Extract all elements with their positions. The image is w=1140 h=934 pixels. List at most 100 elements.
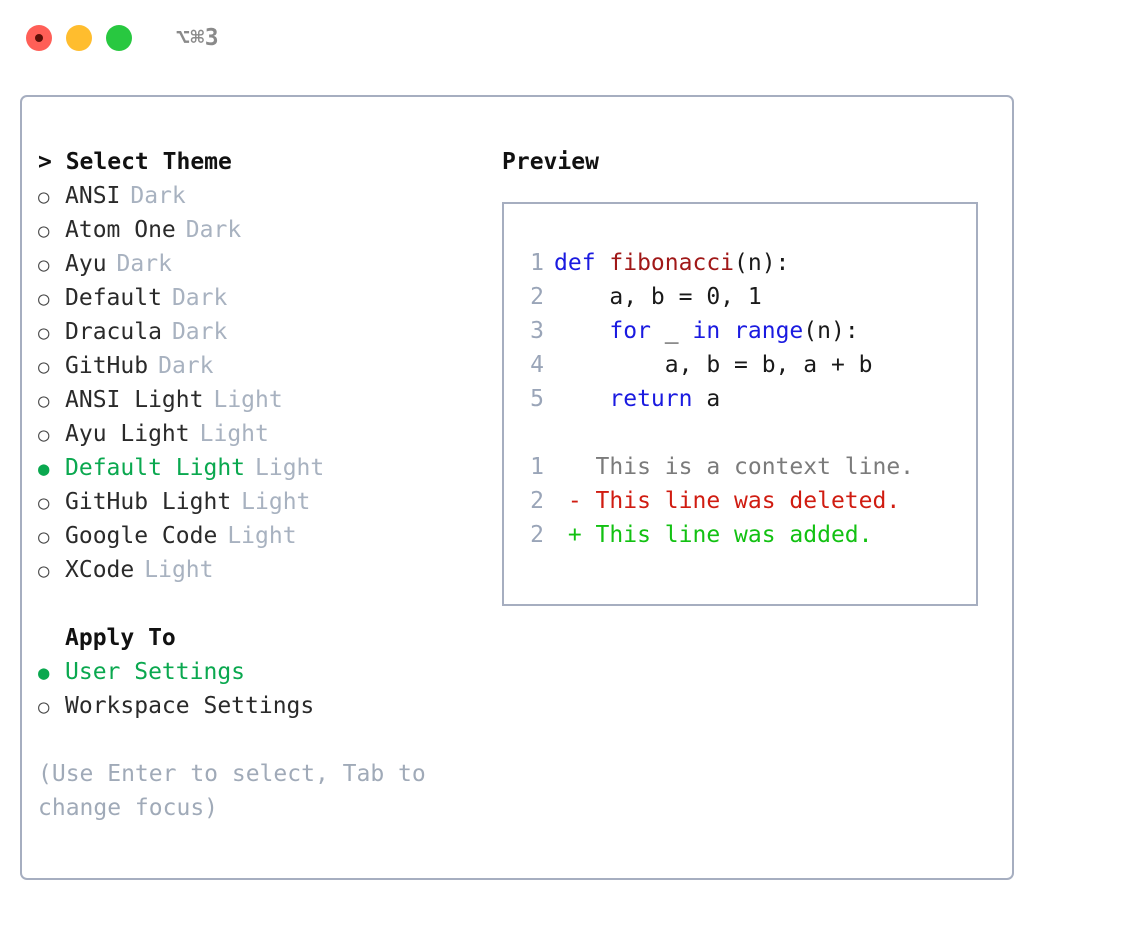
apply-to-option-user-settings[interactable]: ● User Settings: [38, 655, 478, 689]
line-number: 2: [530, 522, 544, 548]
theme-option-label: ANSI Light: [65, 387, 204, 413]
theme-option-variant-tag: Dark: [185, 217, 242, 243]
diff-marker: [554, 454, 596, 480]
theme-option-label: Google Code: [65, 523, 218, 549]
code-token: [554, 318, 609, 344]
line-number: 2: [530, 488, 544, 514]
diff-sample: 1 This is a context line.2 - This line w…: [516, 450, 976, 552]
code-token: a, b = 0, 1: [554, 284, 762, 310]
theme-option-label: ANSI: [65, 183, 121, 209]
title-bar: ⌥⌘3: [0, 0, 1140, 76]
theme-option-variant-tag: Light: [241, 489, 311, 515]
window-controls: [26, 25, 132, 51]
radio-unselected-icon: ○: [38, 322, 50, 344]
radio-unselected-icon: ○: [38, 288, 50, 310]
list-spacer: [38, 587, 478, 621]
code-token: a, b = b, a + b: [554, 352, 873, 378]
code-token: _: [664, 318, 693, 344]
apply-to-list[interactable]: ● User Settings ○ Workspace Settings: [38, 655, 478, 723]
code-line: 3 for _ in range(n):: [516, 314, 976, 348]
diff-text: This is a context line.: [595, 454, 915, 480]
theme-option-variant-tag: Dark: [158, 353, 214, 379]
diff-line: 2 + This line was added.: [516, 518, 976, 552]
theme-option-variant-tag: Dark: [171, 285, 228, 311]
code-token: range: [734, 318, 804, 344]
theme-option-github-light[interactable]: ○ GitHub Light Light: [38, 485, 478, 519]
code-line: 4 a, b = b, a + b: [516, 348, 976, 382]
radio-unselected-icon: ○: [38, 356, 50, 378]
theme-option-variant-tag: Light: [213, 387, 283, 413]
close-button[interactable]: [26, 25, 52, 51]
theme-option-dracula[interactable]: ○ Dracula Dark: [38, 315, 478, 349]
line-number: 2: [530, 284, 544, 310]
code-token: fibonacci: [609, 250, 735, 276]
code-token: (n):: [803, 318, 859, 344]
apply-to-option-label: User Settings: [65, 659, 246, 685]
theme-option-variant-tag: Light: [255, 455, 325, 481]
radio-unselected-icon: ○: [38, 560, 50, 582]
apply-to-heading: Apply To: [65, 625, 176, 651]
radio-unselected-icon: ○: [38, 492, 50, 514]
line-number: 3: [530, 318, 544, 344]
theme-option-variant-tag: Dark: [130, 183, 186, 209]
theme-option-atom-one[interactable]: ○ Atom One Dark: [38, 213, 478, 247]
diff-line: 2 - This line was deleted.: [516, 484, 976, 518]
radio-unselected-icon: ○: [38, 186, 50, 208]
keyboard-hint-text: (Use Enter to select, Tab to change focu…: [38, 761, 426, 821]
minimize-button[interactable]: [66, 25, 92, 51]
theme-option-label: XCode: [65, 557, 135, 583]
preview-title: Preview: [502, 149, 599, 175]
radio-unselected-icon: ○: [38, 526, 50, 548]
theme-option-google-code[interactable]: ○ Google Code Light: [38, 519, 478, 553]
theme-option-variant-tag: Light: [144, 557, 214, 583]
diff-text: This line was deleted.: [595, 488, 901, 514]
theme-option-variant-tag: Dark: [116, 251, 172, 277]
theme-option-label: Default Light: [65, 455, 246, 481]
code-token: a: [706, 386, 721, 412]
code-token: return: [609, 386, 707, 412]
diff-line: 1 This is a context line.: [516, 450, 976, 484]
line-number: 1: [530, 250, 544, 276]
theme-option-label: Atom One: [65, 217, 176, 243]
theme-option-ansi[interactable]: ○ ANSI Dark: [38, 179, 478, 213]
code-line: 5 return a: [516, 382, 976, 416]
diff-text: This line was added.: [595, 522, 873, 548]
theme-option-default[interactable]: ○ Default Dark: [38, 281, 478, 315]
theme-option-label: Dracula: [65, 319, 162, 345]
theme-option-variant-tag: Light: [227, 523, 297, 549]
code-token: [554, 386, 609, 412]
code-token: for: [609, 318, 665, 344]
theme-option-label: GitHub Light: [65, 489, 232, 515]
radio-unselected-icon: ○: [38, 696, 50, 718]
diff-marker: -: [554, 488, 596, 514]
maximize-button[interactable]: [106, 25, 132, 51]
select-theme-heading: > Select Theme: [38, 149, 232, 175]
radio-selected-icon: ●: [38, 662, 50, 684]
theme-option-label: Ayu Light: [65, 421, 190, 447]
keyboard-shortcut-label: ⌥⌘3: [176, 25, 220, 51]
apply-to-option-workspace-settings[interactable]: ○ Workspace Settings: [38, 689, 478, 723]
radio-unselected-icon: ○: [38, 390, 50, 412]
theme-option-xcode[interactable]: ○ XCode Light: [38, 553, 478, 587]
radio-unselected-icon: ○: [38, 424, 50, 446]
radio-unselected-icon: ○: [38, 254, 50, 276]
theme-option-ansi-light[interactable]: ○ ANSI Light Light: [38, 383, 478, 417]
line-number: 4: [530, 352, 544, 378]
radio-unselected-icon: ○: [38, 220, 50, 242]
theme-option-label: Default: [65, 285, 162, 311]
theme-option-variant-tag: Dark: [171, 319, 228, 345]
line-number: 5: [530, 386, 544, 412]
line-number: 1: [530, 454, 544, 480]
code-diff-separator: [516, 416, 976, 450]
apply-to-option-label: Workspace Settings: [65, 693, 315, 719]
diff-marker: +: [554, 522, 596, 548]
